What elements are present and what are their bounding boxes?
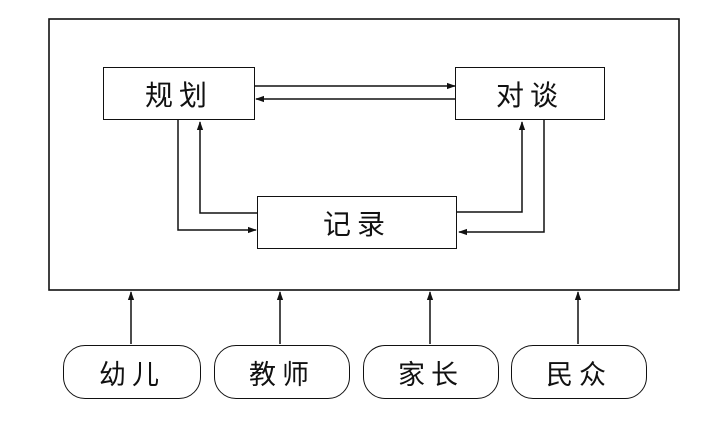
node-plan: 规划 [103,67,255,120]
node-talk: 对谈 [455,67,605,120]
arrow-record-to-plan [196,121,258,214]
arrow-talk-to-record [458,120,545,236]
participant-1: 幼儿 [63,345,201,399]
arrow-record-to-talk [457,121,526,213]
arrow-plan-to-record [177,120,257,234]
outer-frame [48,18,680,291]
node-record: 记录 [257,196,457,249]
participant-3: 家长 [363,345,499,399]
participant-4: 民众 [511,345,647,399]
participant-2: 教师 [214,345,350,399]
